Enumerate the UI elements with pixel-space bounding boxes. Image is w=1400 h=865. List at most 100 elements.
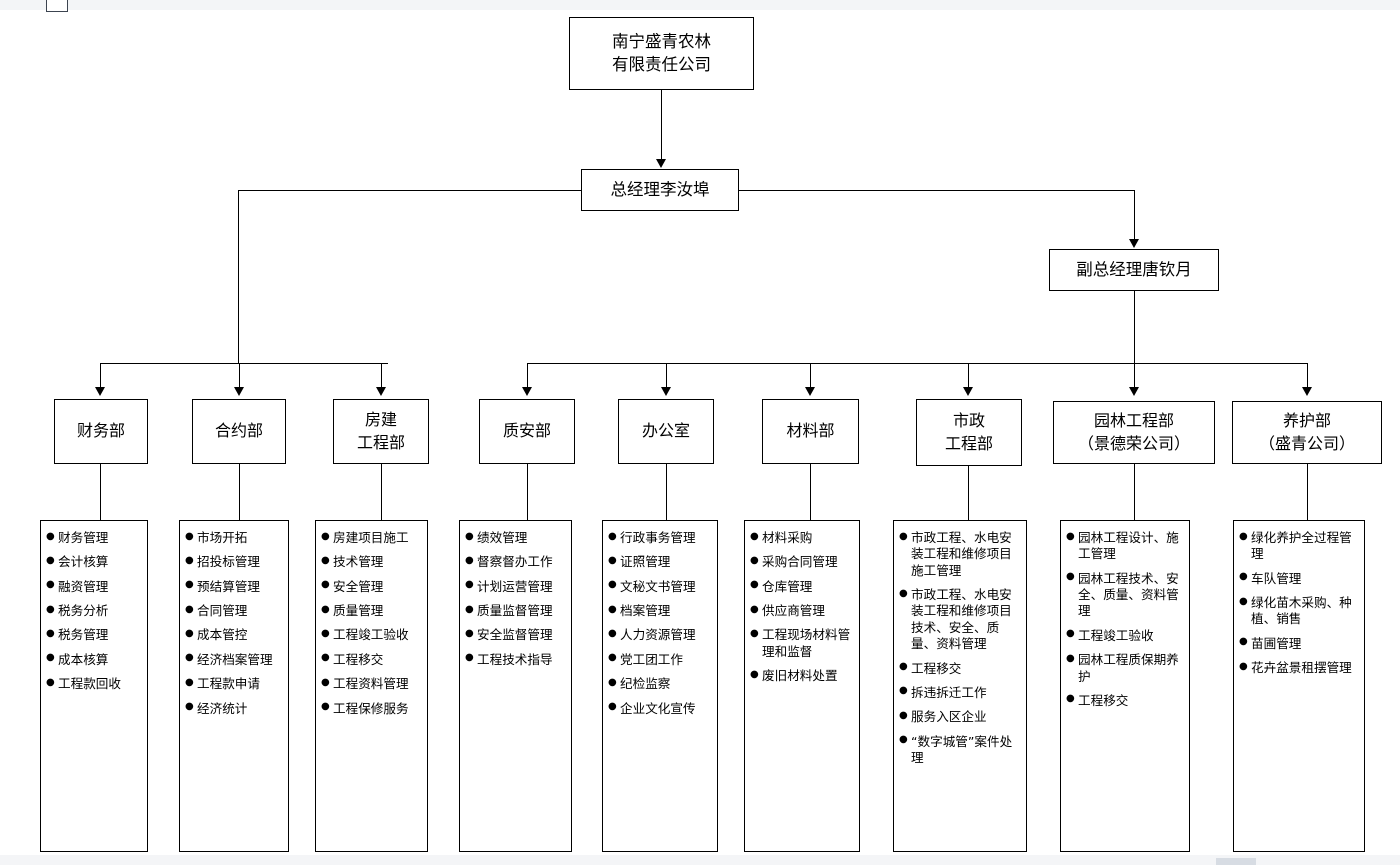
duty-list-2: 房建项目施工技术管理安全管理质量管理工程竣工验收工程移交工程资料管理工程保修服务 (321, 529, 421, 717)
node-deputy-general-manager: 副总经理唐钦月 (1049, 249, 1219, 291)
detail-list-caiwu: 财务管理会计核算融资管理税务分析税务管理成本核算工程款回收 (40, 520, 148, 852)
duty-item: 技术管理 (321, 554, 421, 570)
duty-item: 档案管理 (608, 603, 711, 619)
connector-company-to-gm (661, 90, 662, 162)
duty-item: 融资管理 (46, 578, 141, 595)
duty-item: 园林工程技术、安全、质量、资料管理 (1066, 570, 1183, 620)
connector-dept-1-detail (239, 464, 240, 520)
arrow-dept-0 (95, 387, 105, 396)
bus-left-departments (100, 363, 388, 364)
duty-item: 房建项目施工 (321, 529, 421, 546)
duty-item: “数字城管”案件处理 (899, 733, 1020, 767)
duty-item: 工程保修服务 (321, 700, 421, 717)
duty-list-7: 园林工程设计、施工管理园林工程技术、安全、质量、资料管理工程竣工验收园林工程质保… (1066, 530, 1183, 709)
node-department-zhian: 质安部 (479, 399, 575, 464)
node-department-fangjian: 房建 工程部 (333, 399, 429, 464)
detail-list-zhian: 绩效管理督察督办工作计划运营管理质量监督管理安全监督管理工程技术指导 (459, 520, 572, 852)
duty-item: 工程竣工验收 (321, 627, 421, 643)
detail-list-yanghu: 绿化养护全过程管理车队管理绿化苗木采购、种植、销售苗圃管理花卉盆景租摆管理 (1233, 520, 1365, 852)
drop-dept-7 (1134, 363, 1135, 390)
duty-item: 安全监督管理 (465, 627, 565, 643)
duty-item: 督察督办工作 (465, 554, 565, 570)
duty-item: 工程移交 (1066, 692, 1183, 709)
duty-item: 安全管理 (321, 578, 421, 595)
duty-item: 废旧材料处置 (750, 668, 853, 684)
duty-item: 证照管理 (608, 554, 711, 570)
arrow-gm-to-dgm (1129, 239, 1139, 248)
connector-gm-left-h (238, 190, 582, 191)
duty-item: 成本管控 (185, 627, 282, 643)
arrow-dept-7 (1129, 387, 1139, 396)
detail-list-yuanlin: 园林工程设计、施工管理园林工程技术、安全、质量、资料管理工程竣工验收园林工程质保… (1060, 520, 1190, 852)
duty-item: 苗圃管理 (1239, 635, 1358, 652)
duty-list-1: 市场开拓招投标管理预结算管理合同管理成本管控经济档案管理工程款申请经济统计 (185, 529, 282, 717)
duty-item: 文秘文书管理 (608, 578, 711, 595)
duty-item: 计划运营管理 (465, 578, 565, 595)
arrow-dept-1 (234, 387, 244, 396)
arrow-dept-4 (661, 387, 671, 396)
duty-item: 花卉盆景租摆管理 (1239, 660, 1358, 676)
detail-list-bangongshi: 行政事务管理证照管理文秘文书管理档案管理人力资源管理党工团工作纪检监察企业文化宣… (602, 520, 718, 852)
duty-item: 税务管理 (46, 627, 141, 643)
connector-dept-4-detail (666, 464, 667, 520)
duty-item: 纪检监察 (608, 676, 711, 692)
duty-item: 合同管理 (185, 603, 282, 619)
connector-gm-right-h (739, 190, 1135, 191)
drop-dept-4 (666, 363, 667, 390)
duty-item: 会计核算 (46, 554, 141, 570)
duty-item: 税务分析 (46, 603, 141, 619)
duty-item: 工程移交 (321, 651, 421, 668)
duty-item: 市政工程、水电安装工程和维修项目技术、安全、质量、资料管理 (899, 587, 1020, 652)
node-department-yuanlin: 园林工程部 （景德荣公司） (1053, 401, 1215, 464)
arrow-dept-2 (376, 387, 386, 396)
drop-dept-2 (381, 363, 382, 390)
duty-item: 预结算管理 (185, 578, 282, 595)
arrow-dept-8 (1302, 387, 1312, 396)
duty-item: 采购合同管理 (750, 554, 853, 570)
bottom-chrome-strip (0, 855, 1400, 865)
duty-item: 材料采购 (750, 529, 853, 546)
connector-dept-0-detail (100, 464, 101, 520)
duty-item: 供应商管理 (750, 603, 853, 619)
connector-dept-6-detail (968, 466, 969, 520)
duty-item: 工程款回收 (46, 676, 141, 692)
duty-item: 车队管理 (1239, 570, 1358, 587)
connector-dgm-to-bus (1134, 291, 1135, 364)
duty-item: 经济统计 (185, 700, 282, 717)
connector-dept-8-detail (1307, 464, 1308, 520)
bottom-scroll-handle[interactable] (1216, 858, 1256, 865)
duty-item: 行政事务管理 (608, 529, 711, 546)
detail-list-heyue: 市场开拓招投标管理预结算管理合同管理成本管控经济档案管理工程款申请经济统计 (179, 520, 289, 852)
duty-item: 工程竣工验收 (1066, 627, 1183, 644)
document-tab-icon[interactable] (46, 0, 68, 12)
duty-item: 工程现场材料管理和监督 (750, 627, 853, 660)
node-department-heyue: 合约部 (192, 399, 286, 464)
top-chrome-strip (0, 0, 1400, 10)
duty-item: 拆违拆迁工作 (899, 684, 1020, 701)
duty-item: 工程资料管理 (321, 676, 421, 692)
duty-item: 绿化苗木采购、种植、销售 (1239, 595, 1358, 628)
duty-item: 仓库管理 (750, 578, 853, 595)
duty-item: 经济档案管理 (185, 651, 282, 668)
duty-item: 工程移交 (899, 660, 1020, 677)
duty-list-3: 绩效管理督察督办工作计划运营管理质量监督管理安全监督管理工程技术指导 (465, 529, 565, 668)
node-department-yanghu: 养护部 （盛青公司） (1232, 401, 1382, 464)
duty-item: 成本核算 (46, 651, 141, 668)
node-department-caiwu: 财务部 (54, 399, 148, 464)
connector-dept-2-detail (381, 464, 382, 520)
duty-list-5: 材料采购采购合同管理仓库管理供应商管理工程现场材料管理和监督废旧材料处置 (750, 529, 853, 685)
duty-item: 绩效管理 (465, 529, 565, 546)
detail-list-cailiao: 材料采购采购合同管理仓库管理供应商管理工程现场材料管理和监督废旧材料处置 (744, 520, 860, 852)
duty-item: 市场开拓 (185, 529, 282, 546)
connector-dept-3-detail (527, 464, 528, 520)
drop-dept-1 (239, 363, 240, 390)
duty-list-0: 财务管理会计核算融资管理税务分析税务管理成本核算工程款回收 (46, 529, 141, 693)
connector-dept-7-detail (1134, 464, 1135, 520)
duty-item: 招投标管理 (185, 554, 282, 570)
duty-item: 人力资源管理 (608, 627, 711, 643)
drop-dept-6 (968, 363, 969, 390)
detail-list-shizheng: 市政工程、水电安装工程和维修项目施工管理市政工程、水电安装工程和维修项目技术、安… (893, 520, 1027, 852)
drop-dept-0 (100, 363, 101, 390)
drop-dept-8 (1307, 363, 1308, 390)
